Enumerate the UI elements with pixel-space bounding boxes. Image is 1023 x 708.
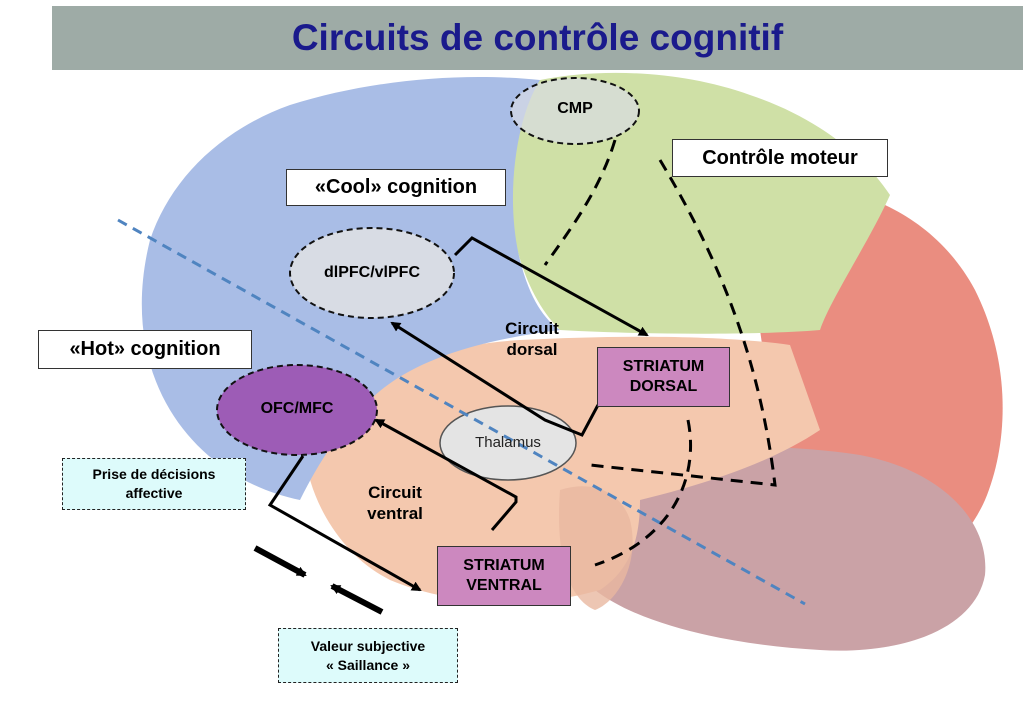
page-title: Circuits de contrôle cognitif bbox=[291, 17, 784, 58]
motor-control-box: Contrôle moteur bbox=[672, 139, 888, 177]
thalamus-ellipse bbox=[439, 405, 577, 481]
cerebellum bbox=[566, 446, 986, 651]
motor-loop-line bbox=[543, 139, 617, 266]
brainstem bbox=[559, 486, 633, 610]
ventral-circuit-down-arrow bbox=[267, 455, 422, 592]
dlpfc-ellipse bbox=[289, 227, 455, 319]
circuit-dorsal-label: Circuit dorsal bbox=[505, 319, 559, 359]
striatum-ventral-box: STRIATUM VENTRAL bbox=[437, 546, 571, 606]
affective-decision-box: Prise de décisions affective bbox=[62, 458, 246, 510]
thalamus-label: Thalamus bbox=[475, 434, 541, 451]
circuit-ventral-label: Circuit ventral bbox=[367, 483, 423, 523]
striatum-dorsal-box: STRIATUM DORSAL bbox=[597, 347, 730, 407]
motor-loop-outer-line bbox=[589, 159, 777, 487]
ofc-label: OFC/MFC bbox=[260, 400, 334, 417]
hot-cognition-box: «Hot» cognition bbox=[38, 330, 252, 369]
subjective-value-box: Valeur subjective « Saillance » bbox=[278, 628, 458, 683]
ofc-ellipse bbox=[216, 364, 378, 456]
legend-backward-arrow bbox=[330, 583, 384, 615]
dorsal-circuit-return-arrow bbox=[390, 321, 600, 437]
title-bar: Circuits de contrôle cognitif bbox=[52, 6, 1023, 70]
hot-cool-divider-line bbox=[117, 218, 806, 606]
dlpfc-label: dlPFC/vlPFC bbox=[323, 264, 420, 281]
cmp-label: CMP bbox=[557, 100, 593, 117]
motor-loop-inner-line bbox=[594, 419, 693, 567]
dorsal-circuit-top-arrow bbox=[453, 236, 649, 337]
cool-cognition-box: «Cool» cognition bbox=[286, 169, 506, 206]
legend-forward-arrow bbox=[253, 545, 307, 578]
cmp-ellipse bbox=[510, 77, 640, 145]
ventral-circuit-return-arrow bbox=[374, 418, 518, 531]
